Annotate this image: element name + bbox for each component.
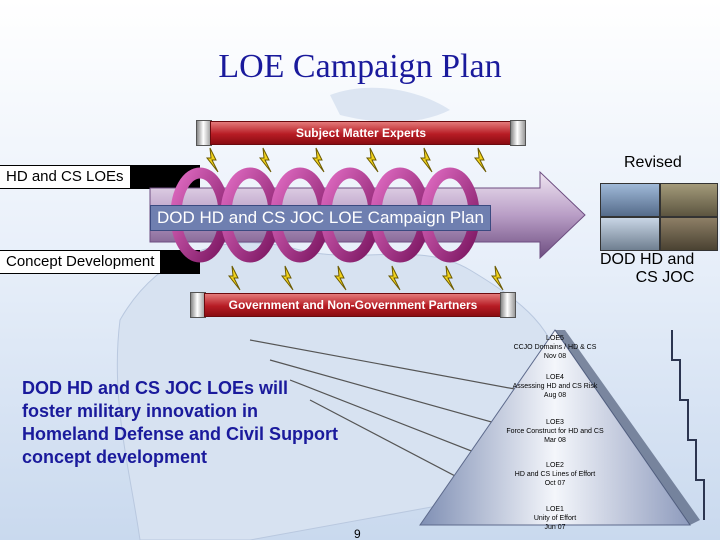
loe2-label: LOE2 HD and CS Lines of Effort Oct 07 (514, 462, 596, 487)
loe3-label: LOE3 Force Construct for HD and CS Mar 0… (506, 419, 604, 444)
hd-cs-loes-label: HD and CS LOEs (0, 166, 130, 188)
ship-photo (600, 217, 660, 251)
dod-joc-label: DOD HD and CS JOC (600, 251, 694, 287)
lightning-bolts-bottom (227, 265, 504, 291)
dod-joc-line1: DOD HD and (600, 251, 695, 268)
lightning-bolts-top (205, 147, 487, 173)
dod-joc-line2: CS JOC (635, 269, 695, 286)
troops-photo (660, 217, 718, 251)
aircraft-photo (600, 183, 660, 217)
ribbon-end-cap (510, 120, 526, 146)
innovation-statement: DOD HD and CS JOC LOEs will foster milit… (22, 378, 339, 467)
loe5-label: LOE5 CCJO Domains / HD & CS Nov 08 (513, 335, 597, 360)
page-number: 9 (354, 527, 361, 541)
partners-ribbon: Government and Non-Government Partners (204, 293, 502, 317)
concept-development-label: Concept Development (0, 251, 161, 273)
page-title: LOE Campaign Plan (218, 48, 502, 85)
pyramid-steps (671, 330, 705, 520)
photo-collage (600, 183, 718, 251)
loe4-label: LOE4 Assessing HD and CS Risk Aug 08 (512, 374, 598, 399)
ribbon-end-cap (500, 292, 516, 318)
vehicle-photo (660, 183, 718, 217)
loe1-label: LOE1 Unity of Effort Jun 07 (533, 506, 577, 531)
campaign-plan-label: DOD HD and CS JOC LOE Campaign Plan (150, 205, 491, 231)
revised-label: Revised (624, 154, 682, 171)
